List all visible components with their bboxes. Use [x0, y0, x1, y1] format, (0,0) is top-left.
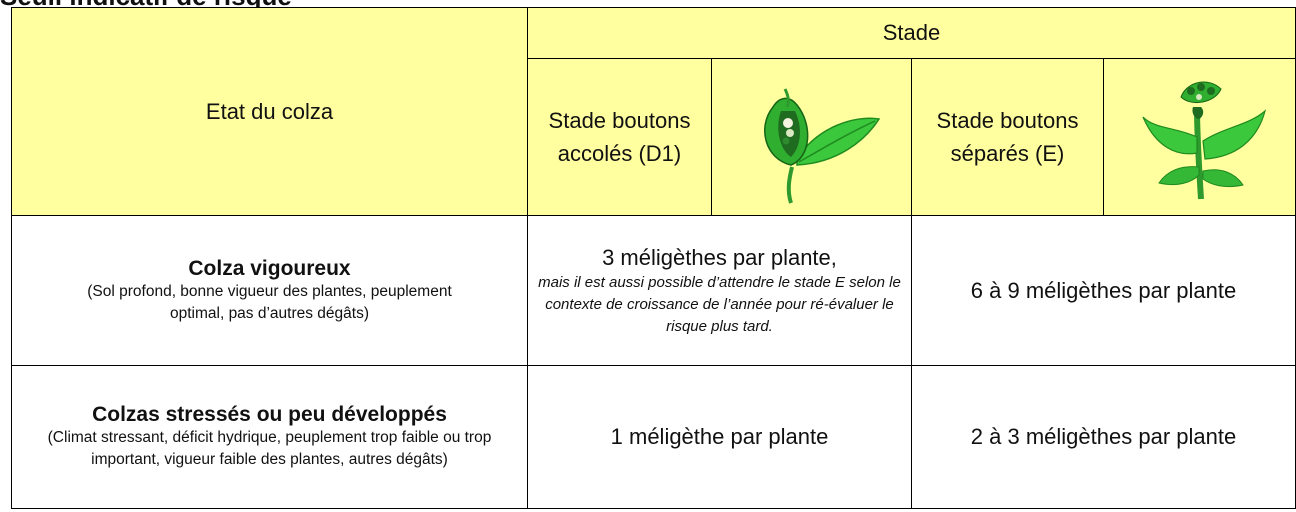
header-etat-du-colza: Etat du colza	[11, 7, 528, 216]
stade-d1-threshold-cell: 3 méligèthes par plante, mais il est aus…	[527, 215, 912, 366]
rapeseed-d1-stage-icon	[763, 88, 880, 204]
header-stade-e: Stade boutons séparés (E)	[911, 58, 1104, 216]
stade-e-image-cell	[1103, 58, 1296, 216]
table-row-colzas-stresses: Colzas stressés ou peu développés (Clima…	[11, 365, 1296, 509]
row-description: (Sol profond, bonne vigueur des plantes,…	[87, 282, 452, 322]
row-description: (Climat stressant, déficit hydrique, peu…	[47, 429, 492, 468]
risk-threshold-table: Etat du colza Stade Stade boutons accolé…	[11, 7, 1296, 509]
page-title: Seuil indicatif de risque	[0, 0, 292, 9]
stade-d1-threshold-main: 3 méligèthes par plante,	[602, 244, 837, 270]
stade-d1-threshold-cell: 1 méligèthe par plante	[527, 365, 912, 509]
row-label-cell: Colza vigoureux (Sol profond, bonne vigu…	[11, 215, 528, 366]
table-row-colza-vigoureux: Colza vigoureux (Sol profond, bonne vigu…	[11, 215, 1296, 366]
rapeseed-e-stage-icon	[1141, 81, 1266, 200]
stade-e-threshold-cell: 2 à 3 méligèthes par plante	[911, 365, 1296, 509]
row-title: Colza vigoureux	[188, 256, 351, 280]
header-row-stade: Etat du colza Stade	[11, 7, 1296, 216]
header-row-substages: Stade boutons accolés (D1) Stade boutons…	[12, 58, 1296, 216]
stade-d1-threshold-note: mais il est aussi possible d’attendre le…	[538, 273, 901, 335]
header-stade: Stade	[527, 7, 1296, 59]
row-title: Colzas stressés ou peu développés	[92, 403, 447, 426]
header-stade-d1: Stade boutons accolés (D1)	[527, 58, 712, 216]
header-stade-e-label: Stade boutons séparés (E)	[936, 108, 1079, 166]
header-stade-d1-label: Stade boutons accolés (D1)	[548, 108, 691, 166]
stade-d1-image-cell	[711, 58, 912, 216]
stade-e-threshold-cell: 6 à 9 méligèthes par plante	[911, 215, 1296, 366]
row-label-cell: Colzas stressés ou peu développés (Clima…	[11, 365, 528, 509]
